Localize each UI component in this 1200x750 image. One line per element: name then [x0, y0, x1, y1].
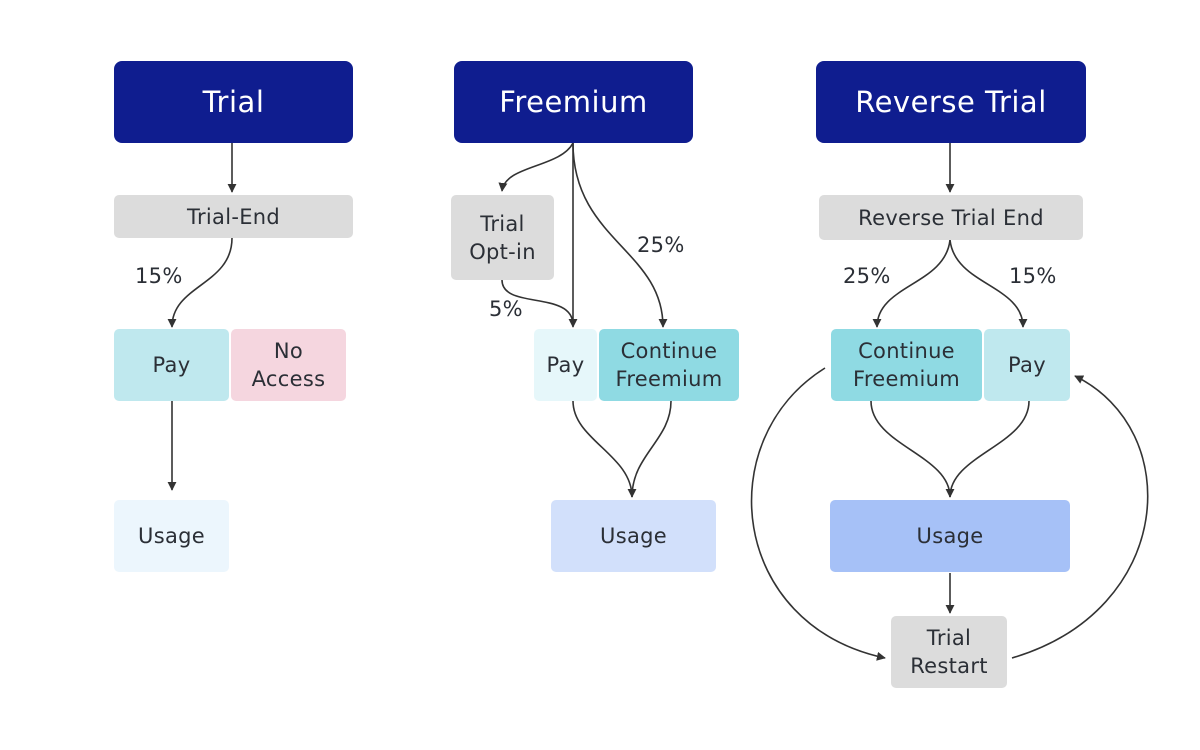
edge-pay-to-usage-reverse	[949, 400, 1030, 498]
trial-pay-percentage: 15%	[135, 264, 183, 288]
freemium-optin-pay-percentage: 5%	[489, 297, 523, 321]
reverse-trial-header: Reverse Trial	[816, 61, 1086, 143]
freemium-continue-percentage: 25%	[637, 233, 685, 257]
freemium-trial-optin-node: Trial Opt-in	[451, 195, 554, 280]
edge-trial-end-to-pay	[167, 237, 233, 328]
edge-continue-to-usage-reverse	[870, 400, 955, 498]
reverse-continue-percentage: 25%	[843, 264, 891, 288]
reverse-trial-restart-node: Trial Restart	[891, 616, 1007, 688]
reverse-continue-node: Continue Freemium	[831, 329, 982, 401]
edge-restart-to-pay-loop	[1011, 375, 1149, 659]
freemium-continue-node: Continue Freemium	[599, 329, 739, 401]
reverse-pay-node: Pay	[984, 329, 1070, 401]
trial-no-access-node: No Access	[231, 329, 346, 401]
reverse-pay-percentage: 15%	[1009, 264, 1057, 288]
edge-freemium-to-trial-optin	[498, 142, 574, 192]
freemium-usage-node: Usage	[551, 500, 716, 572]
trial-end-node: Trial-End	[114, 195, 353, 238]
edge-trial-optin-to-pay	[501, 279, 574, 326]
reverse-trial-end-node: Reverse Trial End	[819, 195, 1083, 240]
edge-reverse-end-to-pay	[949, 239, 1028, 328]
reverse-usage-node: Usage	[830, 500, 1070, 572]
edge-freemium-to-continue	[572, 142, 668, 328]
edge-continue-to-restart-loop	[750, 367, 886, 661]
edge-pay-to-usage-freemium	[572, 400, 637, 498]
edge-continue-to-usage-freemium	[631, 400, 672, 498]
trial-usage-node: Usage	[114, 500, 229, 572]
trial-pay-node: Pay	[114, 329, 229, 401]
freemium-pay-node: Pay	[534, 329, 597, 401]
edge-reverse-end-to-continue	[872, 239, 951, 328]
trial-header: Trial	[114, 61, 353, 143]
freemium-header: Freemium	[454, 61, 693, 143]
